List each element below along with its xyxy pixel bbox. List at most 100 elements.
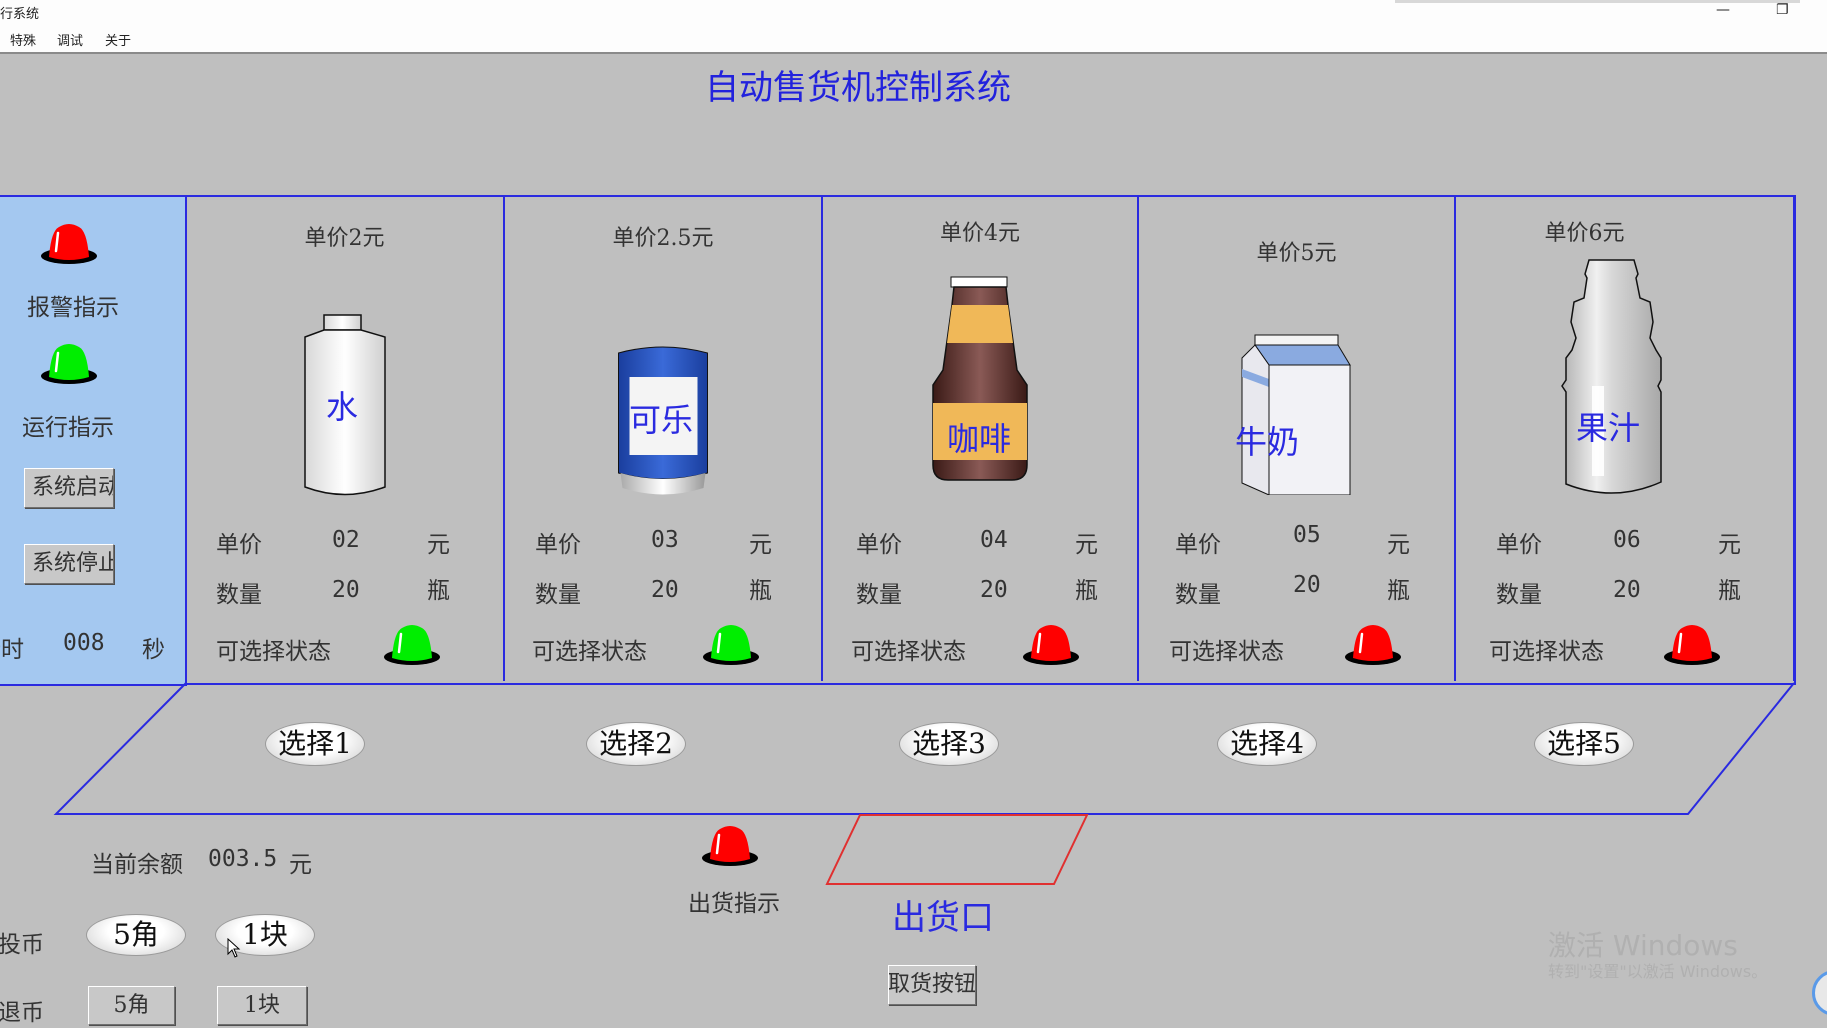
availability-lamp-icon: [1664, 625, 1720, 665]
delivery-lamp-icon: [702, 826, 758, 866]
product-column-coffee: 单价4元 咖啡 单价 04 元 数量 20 瓶 可选择状态: [823, 195, 1139, 681]
quantity-label: 数量: [856, 582, 902, 608]
product-column-water: 单价2元 水 单价 02 元 数量 20 瓶 可选择状态: [186, 195, 505, 681]
quantity-unit: 瓶: [427, 578, 450, 604]
quantity-label: 数量: [216, 582, 262, 608]
quantity-value: 20: [1613, 577, 1641, 603]
price-label: 单价: [1175, 532, 1221, 558]
control-panel: [0, 195, 187, 686]
price-value: 04: [980, 527, 1008, 553]
price-unit: 元: [749, 532, 772, 558]
availability-lamp-icon: [1023, 625, 1079, 665]
price-label: 单价: [216, 532, 262, 558]
quantity-unit: 瓶: [1718, 578, 1741, 604]
product-name: 可乐: [629, 401, 694, 439]
balance-label: 当前余额: [91, 852, 183, 878]
price-label: 单价: [535, 532, 581, 558]
timer-unit: 秒: [142, 637, 165, 663]
status-label: 可选择状态: [532, 639, 647, 665]
price-unit: 元: [1718, 532, 1741, 558]
status-label: 可选择状态: [1169, 639, 1284, 665]
milk-carton-icon: [1241, 334, 1351, 495]
insert-5jiao-button[interactable]: 5角: [86, 914, 186, 956]
balance-unit: 元: [289, 852, 312, 878]
select-button-1[interactable]: 选择1: [265, 722, 365, 766]
system-start-button[interactable]: 系统启动: [24, 468, 114, 508]
quantity-unit: 瓶: [1387, 578, 1410, 604]
window-title: 行系统: [0, 7, 40, 22]
menu-special[interactable]: 特殊: [10, 34, 37, 49]
product-name: 水: [326, 388, 359, 426]
select-button-2[interactable]: 选择2: [586, 722, 686, 766]
availability-lamp-icon: [1345, 625, 1401, 665]
availability-lamp-icon: [703, 625, 759, 665]
activation-watermark-title: 激活 Windows: [1548, 929, 1738, 962]
price-label: 单价: [856, 532, 902, 558]
quantity-value: 20: [651, 577, 679, 603]
return-1yuan-button[interactable]: 1块: [217, 986, 307, 1025]
water-bottle-icon: [303, 314, 386, 496]
quantity-unit: 瓶: [749, 578, 772, 604]
price-unit: 元: [1075, 532, 1098, 558]
app-title: 自动售货机控制系统: [705, 68, 1011, 108]
assistant-bubble-icon[interactable]: [1812, 970, 1827, 1016]
product-name: 咖啡: [947, 420, 1012, 458]
price-value: 02: [332, 527, 360, 553]
quantity-unit: 瓶: [1075, 578, 1098, 604]
quantity-label: 数量: [1175, 582, 1221, 608]
product-header: 单价5元: [1256, 241, 1337, 266]
take-goods-button[interactable]: 取货按钮: [888, 965, 976, 1005]
price-label: 单价: [1496, 532, 1542, 558]
availability-lamp-icon: [384, 625, 440, 665]
product-header: 单价4元: [940, 221, 1020, 246]
system-stop-button[interactable]: 系统停止: [24, 544, 114, 584]
status-label: 可选择状态: [1489, 639, 1604, 665]
quantity-label: 数量: [535, 582, 581, 608]
outlet-label: 出货口: [892, 898, 994, 938]
quantity-value: 20: [980, 577, 1008, 603]
return-coin-label: 退币: [0, 1000, 44, 1026]
price-unit: 元: [1387, 532, 1410, 558]
return-5jiao-button[interactable]: 5角: [88, 986, 175, 1025]
timer-value: 008: [63, 630, 105, 656]
title-shadow: [1395, 0, 1800, 3]
mouse-cursor-icon: [227, 938, 241, 958]
status-label: 可选择状态: [216, 639, 331, 665]
price-value: 06: [1613, 527, 1641, 553]
product-name: 牛奶: [1235, 423, 1300, 461]
delivery-indicator-label: 出货指示: [688, 891, 780, 917]
minimize-icon[interactable]: —: [1716, 2, 1730, 18]
cola-can-icon: [618, 346, 708, 495]
restore-icon[interactable]: ❐: [1776, 2, 1789, 18]
price-value: 05: [1293, 522, 1321, 548]
title-bar: 行系统 — ❐: [0, 0, 1827, 26]
juice-bottle-icon: [1561, 259, 1662, 494]
activation-watermark-text: 转到"设置"以激活 Windows。: [1548, 962, 1768, 981]
product-column-juice: 单价6元 果汁 单价 06 元 数量 20 瓶 可选择状态: [1456, 195, 1795, 681]
product-column-milk: 单价5元 牛奶 单价 05 元 数量 20 瓶 可选择状态: [1139, 195, 1456, 681]
product-header: 单价2.5元: [612, 226, 714, 251]
run-label: 运行指示: [22, 415, 114, 441]
status-label: 可选择状态: [851, 639, 966, 665]
quantity-value: 20: [1293, 572, 1321, 598]
insert-coin-label: 投币: [0, 932, 44, 958]
quantity-label: 数量: [1496, 582, 1542, 608]
product-header: 单价6元: [1544, 221, 1625, 246]
select-button-5[interactable]: 选择5: [1534, 722, 1634, 766]
menu-bar: 特殊 调试 关于: [0, 26, 1827, 54]
select-button-3[interactable]: 选择3: [899, 722, 999, 766]
timer-label: 计时: [0, 637, 24, 663]
coffee-bottle-icon: [932, 276, 1028, 481]
product-column-cola: 单价2.5元 可乐 单价 03 元 数量 20 瓶 可选择状态: [505, 195, 823, 681]
menu-about[interactable]: 关于: [105, 34, 132, 49]
select-button-4[interactable]: 选择4: [1217, 722, 1317, 766]
price-unit: 元: [427, 532, 450, 558]
balance-value: 003.5: [208, 846, 278, 872]
quantity-value: 20: [332, 577, 360, 603]
product-header: 单价2元: [304, 226, 385, 251]
outlet-outline: [825, 814, 1089, 885]
alarm-label: 报警指示: [27, 295, 119, 321]
menu-debug[interactable]: 调试: [57, 34, 84, 49]
product-name: 果汁: [1576, 409, 1641, 447]
alarm-lamp-icon: [41, 224, 97, 264]
